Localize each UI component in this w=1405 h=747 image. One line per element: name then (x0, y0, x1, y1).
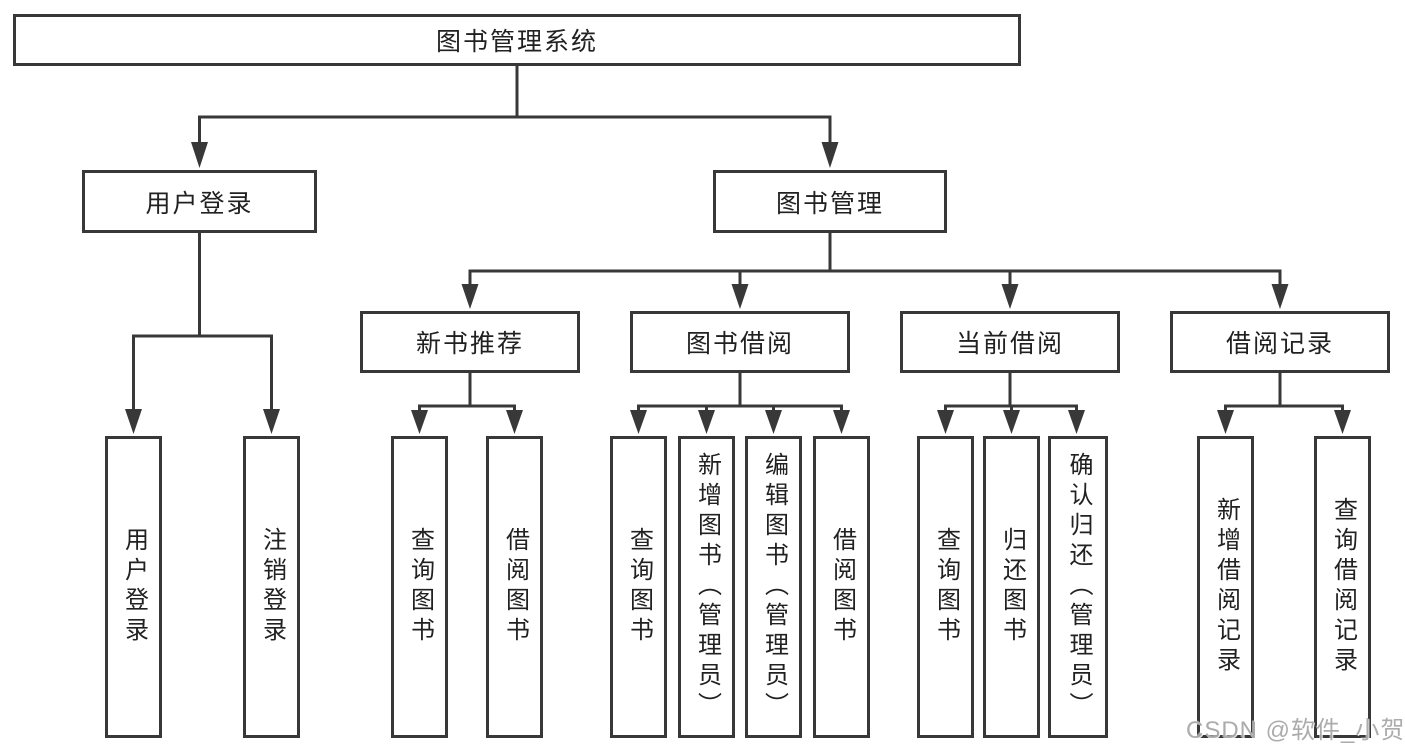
edge-user-login-to-leaves (132, 231, 273, 410)
leaf-query-books-current-label: 查询图书 (932, 527, 960, 647)
leaf-borrow-books-label: 借阅图书 (828, 527, 856, 647)
leaf-borrow-books-recommend-label: 借阅图书 (501, 527, 529, 647)
node-borrow-record-label: 借阅记录 (1225, 330, 1334, 358)
node-root-label: 图书管理系统 (435, 28, 598, 56)
node-new-book-recommend-label: 新书推荐 (415, 330, 524, 358)
leaf-query-borrow-record-label: 查询借阅记录 (1329, 497, 1357, 677)
leaf-logout: 注销登录 (243, 436, 300, 738)
leaf-query-borrow-record: 查询借阅记录 (1314, 436, 1371, 738)
leaf-query-books-borrow: 查询图书 (610, 436, 667, 738)
node-book-borrow: 图书借阅 (630, 311, 850, 373)
node-new-book-recommend: 新书推荐 (360, 311, 580, 373)
edge-book-management-to-level3 (468, 231, 1282, 285)
leaf-user-login-label: 用户登录 (120, 527, 148, 647)
node-current-borrow: 当前借阅 (900, 311, 1120, 373)
csdn-watermark: CSDN @软件_小贺同学 (1186, 717, 1405, 744)
leaf-query-books-current: 查询图书 (917, 436, 974, 738)
node-borrow-record: 借阅记录 (1170, 311, 1390, 373)
leaf-confirm-return-admin-label: 确认归还（管理员） (1065, 452, 1092, 722)
leaf-borrow-books-recommend: 借阅图书 (486, 436, 543, 738)
leaf-query-books-recommend: 查询图书 (391, 436, 448, 738)
leaf-logout-label: 注销登录 (258, 527, 286, 647)
leaf-edit-books-admin-label: 编辑图书（管理员） (760, 452, 788, 722)
node-book-management-label: 图书管理 (775, 189, 884, 218)
edge-root-to-level2 (198, 66, 832, 143)
leaf-return-books: 归还图书 (983, 436, 1040, 738)
node-root-system: 图书管理系统 (13, 14, 1021, 66)
leaf-add-borrow-record-label: 新增借阅记录 (1212, 497, 1240, 677)
leaf-query-books-borrow-label: 查询图书 (625, 527, 653, 647)
leaf-add-borrow-record: 新增借阅记录 (1197, 436, 1254, 738)
edge-level3-to-leaves (418, 371, 1344, 411)
leaf-add-books-admin: 新增图书（管理员） (678, 436, 735, 738)
leaf-edit-books-admin: 编辑图书（管理员） (745, 436, 802, 738)
node-user-login: 用户登录 (82, 170, 317, 233)
node-user-login-label: 用户登录 (145, 189, 254, 218)
leaf-confirm-return-admin: 确认归还（管理员） (1048, 436, 1108, 738)
leaf-query-books-recommend-label: 查询图书 (406, 527, 434, 647)
leaf-add-books-admin-label: 新增图书（管理员） (693, 452, 721, 722)
node-current-borrow-label: 当前借阅 (955, 330, 1064, 358)
node-book-management: 图书管理 (713, 170, 947, 233)
leaf-borrow-books: 借阅图书 (813, 436, 870, 738)
leaf-user-login: 用户登录 (105, 436, 162, 738)
arrowheads (125, 142, 1351, 434)
leaf-return-books-label: 归还图书 (998, 527, 1026, 647)
node-book-borrow-label: 图书借阅 (685, 330, 794, 358)
